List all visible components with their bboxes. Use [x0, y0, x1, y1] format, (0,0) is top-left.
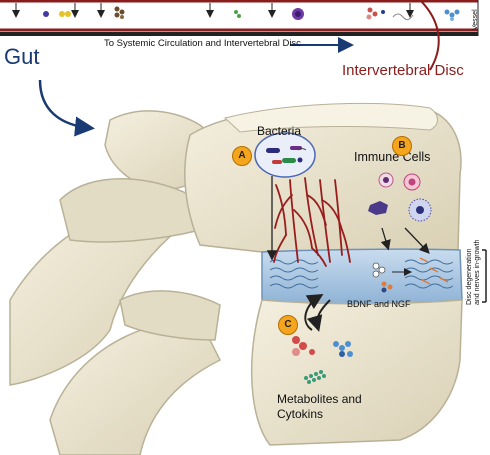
intervertebral-disc-title: Intervertebral Disc — [342, 62, 464, 79]
immune-cells-label: Immune Cells — [354, 150, 431, 164]
vessel-down-arrows — [12, 3, 414, 18]
vessel-particles — [43, 6, 460, 21]
marker-b: B — [392, 136, 412, 156]
gut-label: Gut — [4, 44, 40, 69]
marker-a: A — [232, 146, 252, 166]
metabolites-cluster — [292, 336, 353, 384]
disc-degeneration-label: Disc degeneration and nerves in-growth — [466, 239, 481, 305]
gut-arrow — [38, 79, 95, 137]
metabolites-label: Metabolites and Cytokins — [277, 392, 362, 421]
vertebra-illustration — [9, 102, 487, 455]
vessel-flow-text: To Systemic Circulation and Intervertebr… — [104, 38, 301, 49]
bacteria-cluster — [254, 132, 316, 178]
bacteria-label: Bacteria — [257, 124, 302, 138]
bdnf-ngf-label: BDNF and NGF — [347, 299, 411, 309]
immune-cells-cluster — [368, 172, 432, 222]
nerve-ingrowth — [273, 177, 351, 267]
disc-cytokines — [372, 262, 393, 293]
vessel-side-label: Vessel — [472, 9, 479, 30]
vessel-band — [0, 0, 479, 71]
marker-c: C — [278, 315, 298, 335]
